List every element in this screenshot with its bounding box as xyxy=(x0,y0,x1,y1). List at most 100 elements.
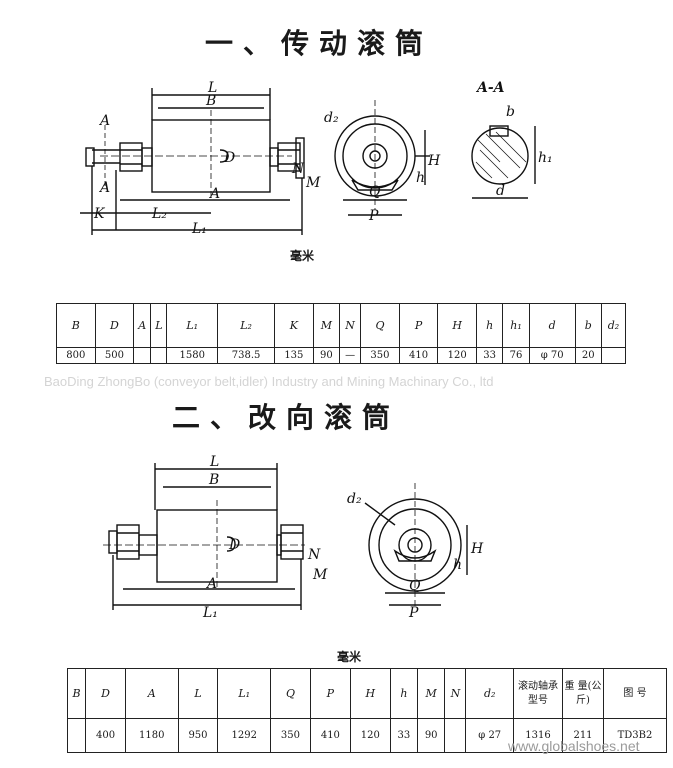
s1-v-9: 350 xyxy=(360,347,400,364)
s1-v-2 xyxy=(133,347,152,364)
s2-dim-label-Q: Q xyxy=(409,578,421,594)
dim-label-L2: L₂ xyxy=(151,206,167,222)
s1-h-4: L₁ xyxy=(166,303,219,348)
dim-label-H: H xyxy=(427,153,441,169)
s2-h-8: h xyxy=(389,668,419,719)
section2-unit: 毫米 xyxy=(337,650,362,664)
section2-table: B D A L L₁ Q P H h M N d₂ 滚动轴承型号 重 量(公斤)… xyxy=(66,668,667,753)
dim-label-N: N xyxy=(291,161,305,177)
s2-dim-label-L: L xyxy=(209,455,219,470)
s1-h-11: H xyxy=(437,303,477,348)
s1-h-7: M xyxy=(312,303,341,348)
s1-v-6: 135 xyxy=(274,347,314,364)
s2-v-0 xyxy=(66,718,87,753)
s2-h-2: A xyxy=(124,668,179,719)
s2-v-11: φ 27 xyxy=(465,718,514,753)
section1-table: B D A L L₁ L₂ K M N Q P H h h₁ d b d₂ 80… xyxy=(56,303,627,364)
s1-h-5: L₂ xyxy=(217,303,276,348)
s1-h-3: L xyxy=(150,303,168,348)
s2-dim-label-L1: L₁ xyxy=(202,605,218,620)
s2-dim-label-d2: d₂ xyxy=(347,491,362,507)
s1-v-0: 800 xyxy=(56,347,96,364)
s2-v-2: 1180 xyxy=(124,718,179,753)
s2-v-9: 90 xyxy=(417,718,446,753)
s2-h-14: 图 号 xyxy=(603,668,667,719)
s1-v-14: φ 70 xyxy=(528,347,576,364)
cut-label-bottom: A xyxy=(98,180,110,196)
s1-h-14: d xyxy=(528,303,576,348)
s1-h-6: K xyxy=(274,303,314,348)
s2-h-12: 滚动轴承型号 xyxy=(513,668,563,719)
s2-h-10: N xyxy=(444,668,467,719)
footer-url[interactable]: www.globalshoes.net xyxy=(508,738,640,754)
s2-v-6: 410 xyxy=(309,718,351,753)
s2-v-7: 120 xyxy=(349,718,391,753)
dim-label-L: L xyxy=(207,80,217,96)
s2-dim-label-P: P xyxy=(408,605,419,620)
s2-v-3: 950 xyxy=(177,718,219,753)
s2-h-7: H xyxy=(349,668,391,719)
s1-v-5: 738.5 xyxy=(217,347,276,364)
s1-h-15: b xyxy=(574,303,602,348)
s1-h-8: N xyxy=(339,303,362,348)
dim-label-Q: Q xyxy=(369,184,381,200)
s1-h-16: d₂ xyxy=(600,303,627,348)
s1-h-1: D xyxy=(94,303,135,348)
s2-h-4: L₁ xyxy=(217,668,271,719)
dim-label-K: K xyxy=(93,206,106,222)
dim-label-d: d xyxy=(496,183,505,199)
s2-v-5: 350 xyxy=(270,718,311,753)
s1-v-3 xyxy=(150,347,168,364)
s2-h-5: Q xyxy=(270,668,311,719)
cut-label-top: A xyxy=(98,113,110,129)
drive-pulley-drawing: L B A A A N M K L₂ L₁ D d₂ H h Q P A-A b… xyxy=(80,80,553,237)
s2-h-6: P xyxy=(309,668,351,719)
dim-label-L1: L₁ xyxy=(191,221,207,237)
s1-v-15: 20 xyxy=(574,347,602,364)
s1-v-7: 90 xyxy=(312,347,341,364)
s1-h-12: h xyxy=(475,303,504,348)
dim-label-D: D xyxy=(223,150,235,166)
s2-dim-label-N: N xyxy=(307,547,321,563)
s2-h-1: D xyxy=(85,668,126,719)
s2-h-0: B xyxy=(66,668,87,719)
s2-v-1: 400 xyxy=(85,718,126,753)
section-view-title: A-A xyxy=(475,80,505,96)
s2-h-3: L xyxy=(177,668,219,719)
dim-label-B: B xyxy=(205,93,216,109)
s1-v-8: — xyxy=(339,347,362,364)
s1-v-16 xyxy=(600,347,627,364)
dim-label-M: M xyxy=(305,175,321,191)
s2-v-4: 1292 xyxy=(217,718,271,753)
s2-v-8: 33 xyxy=(389,718,419,753)
s2-v-10 xyxy=(444,718,467,753)
dim-label-d2: d₂ xyxy=(324,110,339,126)
dim-label-b: b xyxy=(506,104,515,120)
watermark-text: BaoDing ZhongBo (conveyor belt,idler) In… xyxy=(44,374,494,389)
s1-v-4: 1580 xyxy=(166,347,219,364)
s2-h-9: M xyxy=(417,668,446,719)
s2-dim-label-D: D xyxy=(228,537,240,553)
s2-dim-label-B: B xyxy=(208,472,219,488)
s1-h-9: Q xyxy=(360,303,400,348)
dim-label-P: P xyxy=(368,208,379,224)
s2-h-13: 重 量(公斤) xyxy=(562,668,604,719)
s1-h-13: h₁ xyxy=(502,303,530,348)
s1-v-13: 76 xyxy=(502,347,530,364)
s1-v-11: 120 xyxy=(437,347,477,364)
s1-v-12: 33 xyxy=(475,347,504,364)
section1-title: 一、传动滚筒 xyxy=(205,27,434,60)
s2-dim-label-H: H xyxy=(470,541,484,557)
s2-dim-label-A: A xyxy=(205,576,217,592)
s2-dim-label-h: h xyxy=(453,557,462,573)
dim-label-h: h xyxy=(416,170,425,186)
s1-v-10: 410 xyxy=(398,347,439,364)
s1-h-0: B xyxy=(56,303,96,348)
dim-label-h1: h₁ xyxy=(538,150,553,166)
s2-h-11: d₂ xyxy=(465,668,514,719)
s2-v-14: TD3B2 xyxy=(603,718,667,753)
bend-pulley-drawing: L B D A L₁ N M d₂ H h Q P xyxy=(103,455,484,620)
section2-title: 二、改向滚筒 xyxy=(172,401,401,434)
s1-h-10: P xyxy=(398,303,439,348)
section1-unit: 毫米 xyxy=(290,249,315,263)
